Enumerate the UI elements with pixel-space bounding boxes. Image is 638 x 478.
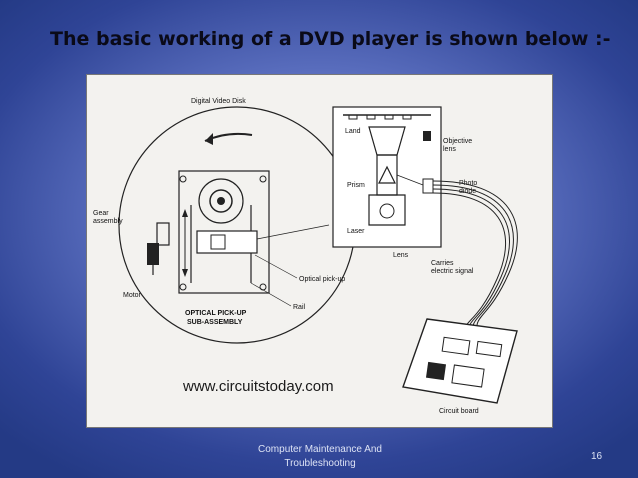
watermark-url: www.circuitstoday.com [182, 378, 334, 395]
travel-arrow-bottom [182, 269, 188, 277]
pickup-frame [178, 170, 270, 294]
pickup-leader [254, 254, 298, 279]
circuit-board [402, 318, 518, 404]
page-number: 16 [591, 451, 603, 462]
label-gear-1: Gear [93, 210, 109, 217]
disc-pits [348, 115, 412, 120]
label-carries-1: Carries [431, 260, 454, 267]
slide-title: The basic working of a DVD player is sho… [50, 28, 611, 50]
pickup-lens [210, 234, 226, 250]
board-chip [425, 361, 447, 381]
cable-wire [432, 188, 510, 338]
disk-circle [118, 106, 356, 344]
label-photo-2: diode [459, 188, 476, 195]
screw [179, 283, 187, 291]
footer-line-2: Troubleshooting [284, 458, 356, 469]
board-chip [475, 340, 503, 358]
label-pickup: Optical pick-up [299, 276, 345, 283]
optical-pickup [196, 230, 258, 254]
travel-arrow-top [182, 209, 188, 217]
label-land: Land [345, 128, 361, 135]
board-chip [451, 364, 485, 388]
label-board: Circuit board [439, 408, 479, 415]
footer-line-1: Computer Maintenance And [258, 444, 382, 455]
cable-wire [432, 180, 518, 338]
spindle-inner [209, 189, 233, 213]
cable-wire [432, 184, 514, 338]
motor-body [147, 243, 159, 265]
spindle-outer [198, 178, 244, 224]
label-rail: Rail [293, 304, 306, 311]
screw [259, 283, 267, 291]
screw [259, 175, 267, 183]
label-assembly-1: OPTICAL PICK-UP [185, 310, 247, 317]
label-prism: Prism [347, 182, 365, 189]
prism-triangle [378, 165, 396, 184]
spindle-hub [217, 197, 225, 205]
dvd-diagram-svg: Digital Video Disk Gear assembly Motor O… [93, 98, 518, 415]
label-disk: Digital Video Disk [191, 98, 246, 105]
label-laser: Laser [347, 228, 365, 235]
label-carries-2: electric signal [431, 268, 474, 275]
label-gear-2: assembly [93, 218, 123, 225]
footer-text: Computer Maintenance And Troubleshooting [250, 443, 390, 471]
gear-assembly [156, 222, 170, 246]
pickup-link [256, 224, 330, 240]
label-motor: Motor [123, 292, 142, 299]
photo-diode [422, 178, 434, 194]
label-photo-1: Photo [459, 180, 477, 187]
label-lens: Lens [393, 252, 409, 259]
label-objective-1: Objective [443, 138, 472, 145]
objective-lens [423, 131, 431, 141]
beam-to-diode [396, 174, 424, 186]
screw [179, 175, 187, 183]
label-objective-2: lens [443, 146, 456, 153]
rail-leader [250, 282, 292, 307]
dvd-diagram: Digital Video Disk Gear assembly Motor O… [86, 74, 553, 428]
laser-diode [379, 203, 395, 219]
label-assembly-2: SUB-ASSEMBLY [187, 319, 243, 326]
rotation-arrow-head [205, 133, 213, 145]
board-chip [441, 336, 471, 356]
optics-detail-box [332, 106, 442, 248]
laser-block [368, 194, 406, 226]
